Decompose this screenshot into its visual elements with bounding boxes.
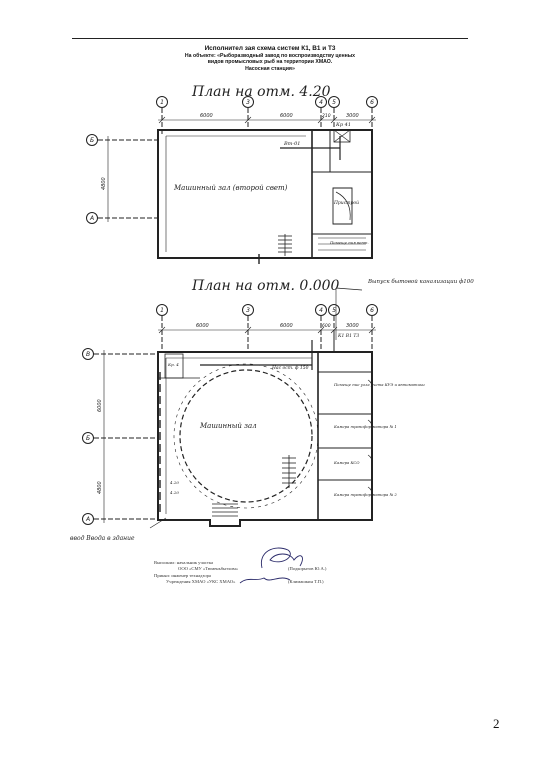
side-dim-6000: 6000 [97, 399, 103, 412]
axis-label-5: 5 [332, 99, 336, 106]
side-dim-4800: 4800 [97, 481, 103, 494]
sewer-outlet-note: Выпуск бытовой канализации ф100 [367, 278, 474, 285]
axis-b-1: 1 [160, 307, 164, 314]
dim-3000: 3000 [346, 113, 359, 119]
room-small-top: Помеще ния вент. [329, 240, 369, 245]
axis-bubble-4 [315, 96, 327, 108]
dimb-600: 600 [322, 323, 331, 329]
riser-label: К1 В1 Т3 [337, 333, 359, 339]
room-lift: Пристрой [333, 200, 359, 206]
row-axis-b: Б [90, 137, 94, 144]
room-right-3: Камера КСО [333, 460, 360, 465]
room-right-4: Камера трансфор матора № 2 [333, 492, 397, 497]
title-line-4: Насосная станция» [245, 66, 295, 72]
done-org: ООО «СМУ «Тюменьбытхим» [178, 566, 239, 571]
signature-2 [239, 577, 291, 584]
top-plan-title: План на отм. 4.20 [191, 84, 331, 100]
row-axis-v: В [86, 351, 90, 358]
side-dim: 4800 [101, 177, 107, 190]
room-main-bottom: Машинный зал [199, 422, 257, 430]
header-rule [72, 38, 468, 39]
title-line-1: Исполнител зая схема систем К1, В1 и Т3 [204, 45, 336, 52]
title-line-2: На объекте: «Рыборазводный завод по восп… [184, 53, 356, 59]
dimb-3000: 3000 [346, 323, 359, 329]
dim-6000-a: 6000 [200, 113, 213, 119]
axis-bubble-3 [242, 96, 254, 108]
accepted-label: Принял: инженер технадзора [154, 573, 211, 578]
dim-210: 210 [322, 113, 331, 119]
pump-label: Нас ост. ф 150 [271, 364, 309, 371]
left-label-3: 4.20 [169, 490, 179, 495]
axis-b-4: 4 [319, 307, 323, 314]
left-label-2: 4.20 [169, 480, 179, 485]
dimb-6000-b: 6000 [280, 323, 293, 329]
left-label-1: Кр. 4 [167, 362, 179, 367]
accepted-org: Учреждения ХМАО «УКС ХМАО» [166, 579, 236, 584]
room-right-2: Камера трансфор матора № 1 [333, 424, 397, 429]
axis-label-4: 4 [319, 99, 323, 106]
axis-bubble-5 [328, 96, 340, 108]
signature-1 [260, 547, 303, 569]
label-vent: Вт-01 [283, 141, 300, 147]
axis-label-6: 6 [370, 99, 374, 106]
label-shaft: Кр 41 [335, 122, 351, 128]
axis-label-1: 1 [160, 99, 164, 106]
bottom-plan-title: План на отм. 0.000 [191, 278, 340, 294]
title-line-3: видов промысловых рыб на территории ХМАО… [207, 59, 333, 65]
row-axis-b2: Б [86, 435, 90, 442]
row-axis-a: А [89, 215, 94, 222]
done-name: (Подкорытов Ю.А.) [288, 566, 327, 571]
axis-b-5: 5 [332, 307, 336, 314]
done-label: Выполнил: начальник участка [154, 560, 214, 565]
axis-bubble-6 [366, 96, 378, 108]
page-number: 2 [493, 716, 500, 731]
row-axis-a2: А [85, 516, 90, 523]
axis-b-3: 3 [246, 307, 250, 314]
dim-6000-b: 6000 [280, 113, 293, 119]
accepted-name: (Климашкин Т.П.) [288, 579, 324, 584]
axis-b-6: 6 [370, 307, 374, 314]
entry-note: ввод Ввода в здание [70, 535, 135, 542]
room-right-1: Помеще ние узла учета КУЭ и автоматики [333, 382, 425, 387]
axis-bubble-1 [156, 96, 168, 108]
dimb-6000-a: 6000 [196, 323, 209, 329]
axis-label-3: 3 [246, 99, 250, 106]
room-main-top: Машинный зал (второй свет) [173, 184, 288, 192]
